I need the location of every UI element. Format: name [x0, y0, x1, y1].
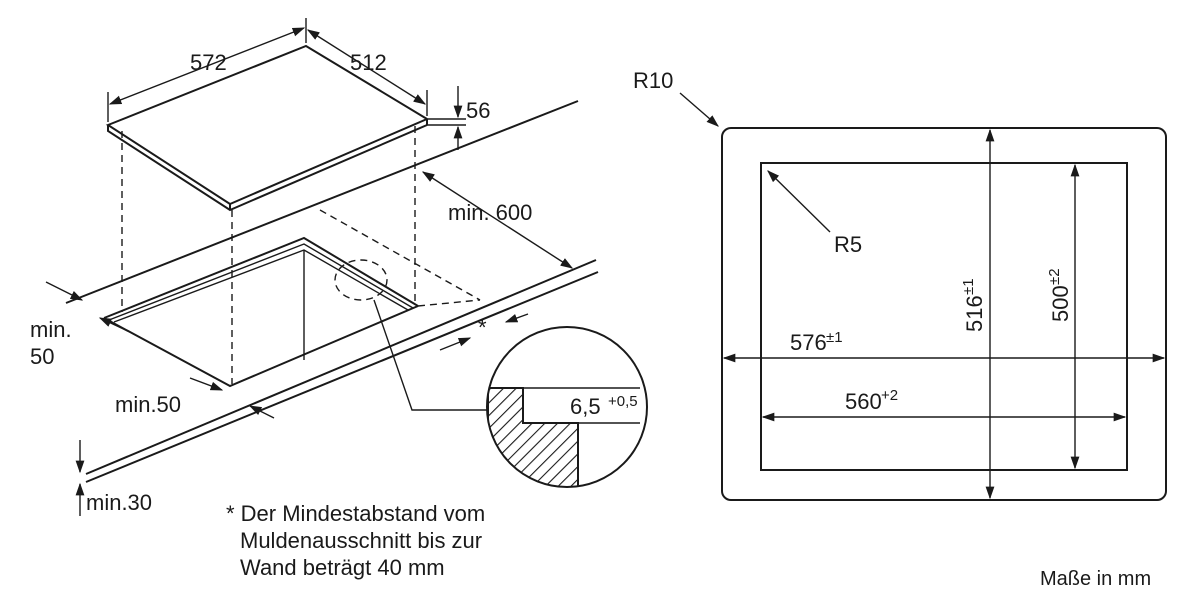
inner-width-tol: +2	[881, 387, 898, 404]
asterisk-label: *	[478, 315, 487, 340]
dim-min-bottom-label: min.30	[86, 490, 152, 515]
dim-width-label: 572	[190, 50, 227, 75]
inner-depth-label: 500	[1048, 285, 1073, 322]
dim-min-bottom: min.30	[75, 440, 152, 516]
worktop-back-edge	[65, 100, 579, 304]
note-line-1: * Der Mindestabstand vom	[226, 501, 486, 526]
worktop-front-edge	[85, 259, 597, 475]
inner-cutout-rect	[760, 162, 1128, 471]
detail-tolerance-label: +0,5	[608, 393, 638, 410]
dim-min-side-label-1: min.	[30, 317, 72, 342]
dim-width: 572	[107, 18, 307, 122]
inner-radius-label: R5	[834, 232, 862, 257]
units-label: Maße in mm	[1040, 568, 1152, 590]
dim-depth: 512	[306, 29, 428, 116]
outer-cutout-rect	[721, 127, 1167, 501]
isometric-view: 572 512 56 min. 600 min. 50	[30, 18, 648, 516]
dim-depth-label: 512	[350, 50, 387, 75]
detail-thickness-label: 6,5	[570, 394, 601, 419]
dim-min-front-label: min.50	[115, 392, 181, 417]
worktop-front-edge-lower	[85, 271, 599, 483]
dim-min-side: min. 50	[30, 281, 131, 369]
outer-radius-label: R10	[633, 68, 673, 93]
inner-depth-tol: ±2	[1046, 268, 1063, 285]
detail-leader-line	[373, 299, 495, 411]
dim-min-wall-label: min. 600	[448, 200, 532, 225]
outer-depth-tol: ±1	[960, 278, 977, 295]
note-line-2: Muldenausschnitt bis zur	[240, 528, 483, 553]
inner-width-label: 560	[845, 389, 882, 414]
detail-callout-circle	[334, 259, 388, 301]
cutout-plan-view: R10 R5 576 ±1 560 +2 516 ±1 500 ±2	[633, 68, 1167, 501]
dim-height: 56	[428, 86, 490, 150]
projection-lines	[121, 126, 481, 384]
outer-width-tol: ±1	[826, 329, 843, 346]
dim-asterisk: *	[439, 313, 529, 351]
dim-min-wall: min. 600	[421, 171, 574, 269]
minimum-distance-note: * Der Mindestabstand vom Muldenausschnit…	[226, 500, 485, 581]
outer-width-label: 576	[790, 330, 827, 355]
note-line-3: Wand beträgt 40 mm	[240, 555, 445, 580]
dim-min-side-label-2: 50	[30, 344, 54, 369]
dim-min-front: min.50	[115, 377, 275, 419]
dim-height-label: 56	[466, 98, 490, 123]
outer-depth-label: 516	[962, 295, 987, 332]
worktop-cutout	[103, 236, 419, 388]
detail-section: 6,5 +0,5	[486, 326, 648, 488]
